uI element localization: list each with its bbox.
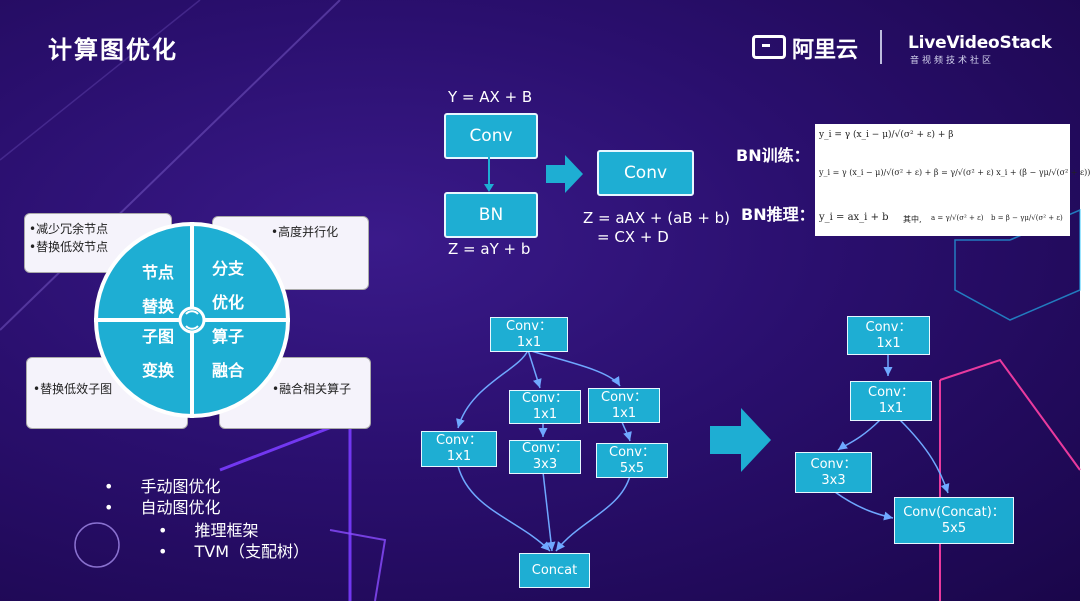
q4-line1: 算子 [211, 327, 244, 346]
gl-l1-l2: 1x1 [446, 449, 472, 464]
conv-box: Conv [444, 113, 538, 159]
bullet-dot-icon: • [104, 498, 114, 517]
gr-mid-l2: 1x1 [878, 401, 904, 416]
q1-line1: 节点 [141, 263, 174, 282]
formula-3-b: b = β − γμ/√(σ² + ε) [991, 214, 1063, 222]
page-title: 计算图优化 [48, 36, 178, 64]
graph-right-node-top: Conv：1x1 [847, 316, 930, 355]
bn-train-label: BN训练： [736, 146, 810, 165]
graph-left-node-m1: Conv：1x1 [509, 390, 581, 424]
y-equation: Y = AX + B [448, 88, 533, 106]
livevideostack-logo: LiveVideoStack [908, 33, 1052, 53]
conv-fused-box: Conv [597, 150, 694, 196]
gl-m1-l2: 1x1 [532, 407, 558, 422]
bullet-dot-icon: • [158, 542, 168, 561]
gr-l-l1: Conv： [810, 456, 857, 472]
aliyun-icon [752, 35, 786, 59]
card-bl-line: •替换低效子图 [33, 382, 113, 396]
gl-m3-l2: 3x3 [532, 457, 558, 472]
graph-left-node-top: Conv：1x1 [490, 317, 568, 352]
gr-top-l1: Conv： [865, 319, 912, 335]
q3-line2: 变换 [141, 361, 174, 380]
card-tl-line1: •减少冗余节点 [29, 222, 109, 236]
gr-r-l1: Conv(Concat)： [903, 504, 1005, 520]
quadrant-node-replace: 节点 替换 [130, 256, 186, 324]
gl-m2-l1: Conv： [601, 389, 647, 405]
q3-line1: 子图 [141, 327, 174, 346]
gl-top-l1: Conv： [506, 318, 552, 334]
quadrant-op-fusion: 算子 融合 [200, 320, 256, 388]
bn-infer-label: BN推理： [741, 205, 815, 224]
card-tr-line: •高度并行化 [271, 225, 339, 239]
formula-1: y_i = γ (x_i − μ)/√(σ² + ε) + β [819, 130, 954, 140]
aliyun-logo: 阿里云 [752, 32, 858, 64]
q4-line2: 融合 [211, 361, 244, 380]
gr-l-l2: 3x3 [821, 472, 846, 488]
bullet-framework-text: 推理框架 [194, 521, 259, 540]
gl-m4-l1: Conv： [609, 444, 655, 460]
q2-line1: 分支 [211, 259, 244, 278]
aliyun-text: 阿里云 [792, 38, 859, 63]
gr-top-l2: 1x1 [876, 335, 901, 351]
graph-right-node-concat: Conv(Concat)：5x5 [894, 497, 1014, 544]
bn-formula-panel: y_i = γ (x_i − μ)/√(σ² + ε) + β y_i = γ … [815, 124, 1090, 236]
card-tl-line2: •替换低效节点 [29, 240, 109, 254]
bullet-auto: • 自动图优化 [104, 494, 221, 518]
graph-right-node-left: Conv：3x3 [795, 452, 872, 493]
brand-divider [880, 30, 882, 64]
q1-line2: 替换 [141, 297, 174, 316]
graph-left-node-m4: Conv：5x5 [596, 443, 668, 478]
formula-2: y_i = γ (x_i − μ)/√(σ² + ε) + β = γ/√(σ²… [819, 168, 1090, 177]
bullet-auto-text: 自动图优化 [140, 498, 221, 517]
z-equation: Z = aY + b [448, 240, 531, 258]
gl-l1-l1: Conv： [436, 433, 482, 448]
gl-m4-l2: 5x5 [619, 460, 645, 476]
z-equation-fused-2: = CX + D [597, 228, 669, 246]
formula-3-mid: 其中, [903, 215, 922, 224]
formula-3-lhs: y_i = ax_i + b [819, 212, 889, 223]
graph-left-node-l1: Conv：1x1 [421, 431, 497, 467]
conv-fused-label: Conv [623, 163, 668, 183]
gl-m2-l2: 1x1 [611, 405, 637, 421]
bullet-tvm-text: TVM（支配树） [194, 542, 310, 561]
conv-box-label: Conv [469, 126, 513, 146]
z-equation-fused-1: Z = aAX + (aB + b) [583, 209, 731, 227]
bullet-tvm: • TVM（支配树） [158, 538, 309, 562]
graph-left-node-m2: Conv：1x1 [588, 388, 660, 423]
q2-line2: 优化 [211, 293, 244, 312]
formula-3-a: a = γ/√(σ² + ε) [931, 214, 984, 222]
bn-box-label: BN [478, 205, 504, 225]
gl-m3-l1: Conv： [522, 441, 568, 456]
gr-mid-l1: Conv： [868, 385, 914, 400]
bullet-framework: • 推理框架 [158, 517, 259, 541]
bn-box: BN [444, 192, 538, 238]
gl-concat-label: Concat [531, 562, 578, 578]
bullet-dot-icon: • [104, 477, 114, 496]
card-br-line: •融合相关算子 [272, 382, 352, 396]
quadrant-branch-opt: 分支 优化 [200, 252, 256, 320]
gl-top-l2: 1x1 [516, 334, 542, 350]
graph-right-node-mid: Conv：1x1 [850, 381, 932, 421]
bullet-manual: • 手动图优化 [104, 473, 221, 497]
bullet-dot-icon: • [158, 521, 168, 540]
bullet-manual-text: 手动图优化 [140, 477, 221, 496]
gr-r-l2: 5x5 [941, 520, 967, 536]
quadrant-subgraph: 子图 变换 [130, 320, 186, 388]
graph-left-node-m3: Conv：3x3 [509, 440, 581, 474]
gl-m1-l1: Conv： [522, 391, 568, 406]
graph-left-node-concat: Concat [519, 553, 590, 588]
livevideostack-subtitle: 音视频技术社区 [910, 56, 995, 66]
